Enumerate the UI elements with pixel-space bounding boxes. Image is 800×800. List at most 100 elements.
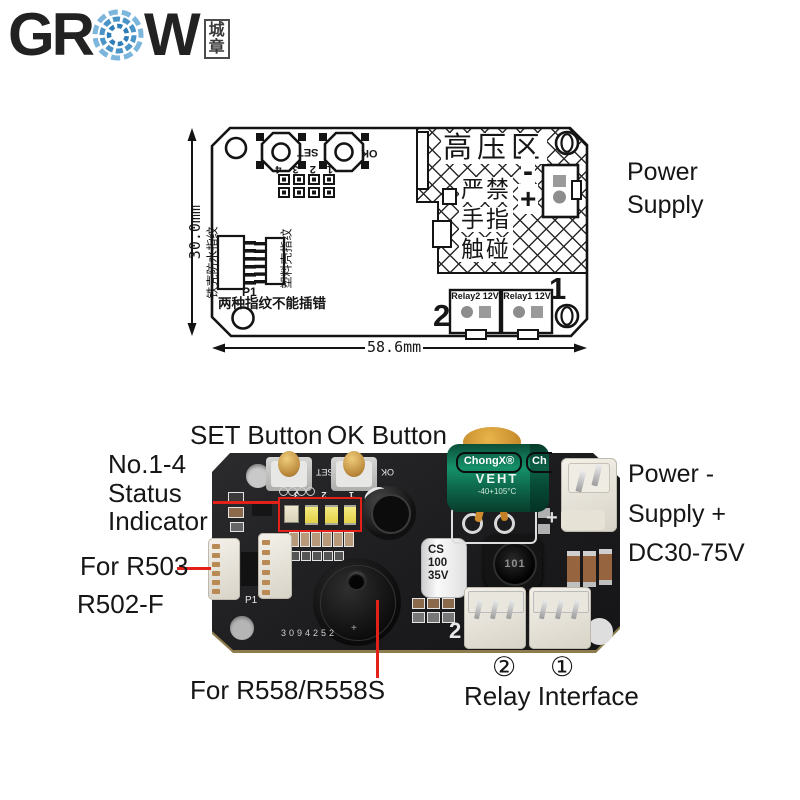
fingerprint-icon	[91, 8, 145, 62]
ok-tactile-button	[329, 451, 379, 493]
relay2-connector	[464, 587, 526, 649]
mlcc-capacitor	[583, 551, 596, 587]
serial-silk: 3094252	[281, 628, 338, 638]
leader-line-r503	[177, 567, 211, 570]
smd-part	[412, 598, 425, 609]
logo-text-left: GR	[8, 0, 95, 68]
seal-char-bottom: 章	[208, 39, 225, 56]
relay2-circled-number: ②	[492, 652, 517, 682]
status-led-3	[325, 505, 338, 525]
mlcc-capacitor	[567, 551, 580, 587]
smd-resistor	[333, 532, 343, 547]
dim-width-label: 58.6mm	[365, 338, 424, 356]
white-cap-line3: 35V	[428, 570, 449, 583]
for-r558-annotation: For R558/R558S	[190, 675, 386, 705]
led-numbers-schematic: 1 2 3 4	[271, 162, 333, 175]
status-led-4	[344, 505, 356, 525]
set-silk-schematic: SET	[297, 145, 319, 158]
smd-part	[412, 612, 425, 623]
solder-ring	[462, 513, 483, 534]
relay-zone-silk: 2	[449, 618, 462, 643]
hv-zone-line2: 手指	[459, 206, 513, 232]
relay1-number: 1	[549, 271, 567, 306]
relay1-circled-number: ①	[550, 652, 575, 682]
smd-cap	[312, 551, 322, 561]
green-cap-brand: ChongX®	[456, 452, 522, 473]
pin-header	[241, 552, 261, 586]
green-capacitor: ChongX® Ch VEHT -40+105°C	[447, 444, 552, 512]
hv-zone-line1: 严禁	[459, 176, 513, 202]
silk-circle	[279, 487, 288, 496]
mount-hole-bl	[230, 616, 254, 640]
set-plunger	[278, 451, 300, 477]
white-cap-line2: 100	[428, 557, 448, 570]
minus-mark: -	[521, 155, 535, 189]
buzzer-plus-silk: +	[351, 623, 357, 634]
smd-resistor	[300, 532, 310, 547]
r502f-annotation: R502-F	[77, 589, 164, 619]
plus-silk: +	[546, 507, 558, 529]
white-cap-line1: CS	[428, 544, 444, 556]
for-r503-annotation: For R503	[80, 551, 189, 581]
relay2-number: 2	[433, 298, 451, 333]
smd-part	[442, 598, 455, 609]
power-supply-label-line2: Supply	[627, 191, 704, 219]
ok-button-annotation: OK Button	[327, 420, 447, 450]
green-cap-model: VEHT	[475, 471, 519, 486]
smd-part	[427, 612, 440, 623]
green-cap-temp: -40+105°C	[477, 487, 517, 496]
conn2-cn-label: 塑料壳指纹	[279, 228, 294, 289]
r503-connector	[208, 538, 240, 600]
smd-resistor	[322, 532, 332, 547]
smd-cap	[301, 551, 311, 561]
black-capacitor	[362, 483, 416, 540]
dim-height-label: 30.0mm	[185, 205, 204, 260]
relay1-connector	[529, 587, 591, 649]
solder-pad	[538, 524, 550, 534]
set-tactile-button	[264, 451, 314, 493]
smd-part	[427, 598, 440, 609]
smd-part	[442, 612, 455, 623]
smd-transistor	[252, 503, 272, 516]
silk-circle	[306, 487, 315, 496]
conn1-cn-label: 铁壳防水指纹	[205, 226, 220, 299]
p1-silk: P1	[245, 595, 258, 606]
r558-connector	[258, 533, 292, 599]
status-led-2	[305, 505, 318, 525]
smd-resistor	[311, 532, 321, 547]
warning-text: 两种指纹不能插错	[218, 296, 326, 311]
relay2-footprint-label: Relay2 12V	[451, 291, 499, 301]
smd-part	[230, 522, 244, 532]
inductor-label: 101	[504, 558, 526, 570]
status-indicator-annotation: No.1-4 Status Indicator	[108, 449, 208, 537]
plus-mark: +	[518, 183, 539, 215]
buzzer: +	[313, 558, 401, 646]
logo-seal: 城 章	[203, 19, 230, 59]
ok-silk-photo: OK	[381, 467, 395, 477]
logo-text-right: W	[144, 0, 201, 68]
ok-silk-schematic: OK	[361, 146, 378, 159]
set-button-annotation: SET Button	[190, 420, 323, 450]
white-capacitor: CS 100 35V	[421, 538, 467, 598]
power-connector	[561, 458, 617, 532]
leader-line-status	[213, 501, 279, 504]
ok-plunger	[343, 451, 365, 477]
relay1-footprint-label: Relay1 12V	[503, 291, 551, 301]
smd-part	[228, 507, 244, 518]
mlcc-capacitor	[599, 549, 612, 585]
silk-circle	[297, 487, 306, 496]
grow-logo: GR W 城 章	[8, 0, 230, 68]
status-led-1	[284, 505, 299, 523]
smd-resistor	[344, 532, 354, 547]
status-indicator-highlight-box	[278, 497, 362, 532]
hv-zone-line3: 触碰	[459, 236, 513, 262]
power-supply-label-line1: Power	[627, 158, 698, 186]
silk-circle	[288, 487, 297, 496]
smd-cap	[323, 551, 333, 561]
leader-line-r558	[376, 600, 379, 678]
relay-interface-annotation: Relay Interface	[464, 681, 639, 711]
green-cap-brand-partial: Ch	[526, 452, 552, 473]
p1-label-schematic: P1	[242, 285, 257, 299]
